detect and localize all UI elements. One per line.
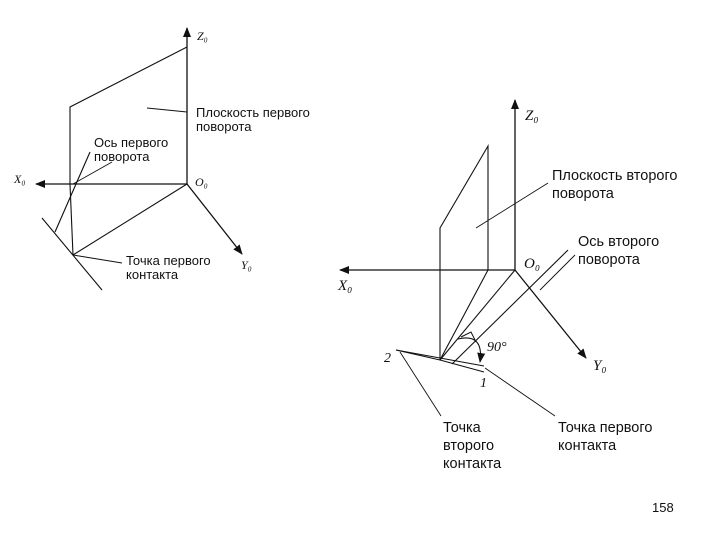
page-number: 158 <box>652 500 674 515</box>
right-axis-label-line2: поворота <box>578 252 641 268</box>
right-x-label: X₀ <box>337 278 352 294</box>
right-plane-leader <box>475 182 549 229</box>
left-contact-leader <box>72 254 123 264</box>
left-axis-label-line1: Ось первого <box>94 135 168 150</box>
right-origin-label: O₀ <box>524 256 540 272</box>
second-contact-leader <box>399 351 442 417</box>
contact-triangle <box>395 349 485 373</box>
right-axis-leader <box>539 254 576 291</box>
left-contact-label-line1: Точка первого <box>126 253 211 268</box>
right-rotation-plane <box>439 143 489 360</box>
right-angle-marker <box>460 331 477 343</box>
right-base-line <box>439 269 516 361</box>
right-plane-base <box>439 269 489 361</box>
left-contact-label-line2: контакта <box>126 267 179 282</box>
left-y-axis <box>186 183 243 255</box>
angle-arc <box>457 337 486 363</box>
first-contact-leader <box>484 367 556 417</box>
second-contact-label-line1: Точка <box>443 420 482 436</box>
first-rotation-diagram: Z₀ X₀ Y₀ O₀ Плоскость первого поворота О… <box>13 27 310 291</box>
point-2-label: 2 <box>384 351 391 366</box>
left-origin-label: O₀ <box>195 175 208 189</box>
point-1-label: 1 <box>480 376 487 391</box>
right-y-label: Y₀ <box>593 358 607 374</box>
second-contact-label-line3: контакта <box>443 456 502 472</box>
right-plane-label-line1: Плоскость второго <box>552 168 678 184</box>
left-slant-line <box>54 151 91 233</box>
left-plane-label-line1: Плоскость первого <box>196 105 310 120</box>
second-contact-label-line2: второго <box>443 438 494 454</box>
right-axis-label-line1: Ось второго <box>578 234 659 250</box>
contact-edge <box>395 349 485 367</box>
left-axis-label-line2: поворота <box>94 149 150 164</box>
left-x-label: X₀ <box>13 172 26 186</box>
first-contact-label-line2: контакта <box>558 438 617 454</box>
left-plane-leader <box>146 107 188 113</box>
angle-label: 90° <box>487 340 507 355</box>
left-plane-label-line2: поворота <box>196 119 252 134</box>
right-y-axis <box>514 269 587 359</box>
left-base-line <box>72 183 188 256</box>
right-rotation-axis-line <box>451 249 569 365</box>
left-z-label: Z₀ <box>197 29 208 43</box>
second-rotation-diagram: Z₀ X₀ Y₀ O₀ 90° 2 1 Плоскость второго по… <box>337 99 678 472</box>
left-axis-leader <box>72 161 113 185</box>
left-rotation-plane <box>69 46 188 184</box>
right-plane-label-line2: поворота <box>552 186 615 202</box>
first-contact-label-line1: Точка первого <box>558 420 652 436</box>
left-y-label: Y₀ <box>241 258 252 272</box>
left-rotation-axis-line <box>41 217 103 291</box>
right-z-label: Z₀ <box>525 108 539 124</box>
